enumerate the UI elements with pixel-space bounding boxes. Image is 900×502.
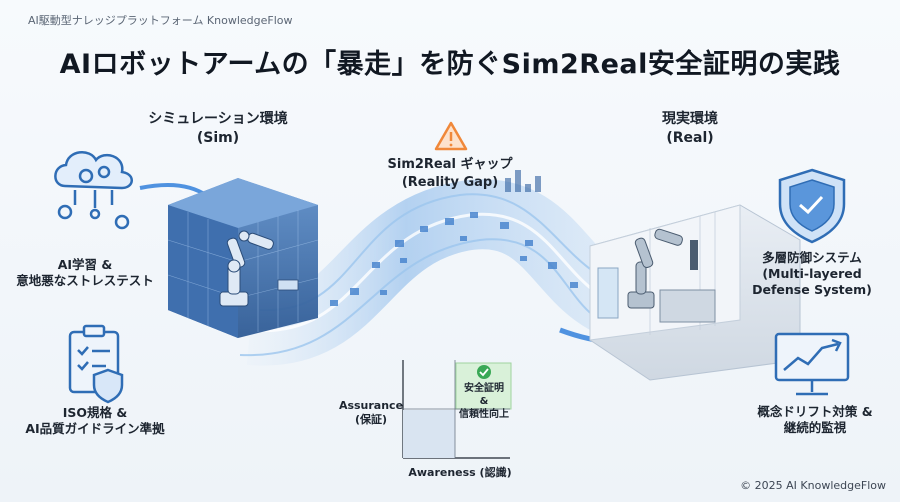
ai-training-line2: 意地悪なストレステスト <box>16 273 154 288</box>
shield-icon <box>778 168 846 244</box>
defense-line3: Defense System) <box>752 282 872 297</box>
assurance-awareness-quadrant <box>402 360 512 459</box>
simulation-cube <box>167 178 319 338</box>
warning-icon <box>434 121 468 151</box>
real-label: 現実環境 (Real) <box>620 110 760 148</box>
real-title: 現実環境 <box>662 111 718 127</box>
cloud-gear-icon <box>54 151 133 230</box>
copyright-footer: © 2025 AI KnowledgeFlow <box>740 479 886 492</box>
data-stream-flow <box>239 170 647 366</box>
gap-label: Sim2Real ギャップ (Reality Gap) <box>360 156 540 192</box>
quadrant-box-line2: 信頼性向上 <box>459 409 509 420</box>
sim-title: シミュレーション環境 <box>148 111 288 127</box>
iso-label: ISO規格 & AI品質ガイドライン準拠 <box>10 405 180 437</box>
quadrant-y-label-1: Assurance <box>338 399 404 412</box>
iso-line1: ISO規格 & <box>62 405 128 420</box>
iso-line2: AI品質ガイドライン準拠 <box>25 421 165 436</box>
quadrant-y-label-2: (保証) <box>354 413 388 426</box>
quadrant-box-label: 安全証明 & 信頼性向上 <box>458 382 510 421</box>
ai-training-label: AI学習 & 意地悪なストレステスト <box>10 257 160 289</box>
clipboard-shield-icon <box>68 324 124 404</box>
quadrant-box-line1: 安全証明 & <box>464 383 504 407</box>
quadrant-x-label: Awareness (認識) <box>408 466 512 479</box>
drift-line1: 概念ドリフト対策 & <box>757 404 873 419</box>
defense-label: 多層防御システム (Multi-layered Defense System) <box>742 250 882 298</box>
sim-label: シミュレーション環境 (Sim) <box>118 110 318 148</box>
monitor-chart-icon <box>774 332 850 396</box>
brand-label: AI駆動型ナレッジプラットフォーム KnowledgeFlow <box>28 14 293 27</box>
gap-title: Sim2Real ギャップ <box>387 157 513 172</box>
drift-line2: 継続的監視 <box>783 420 847 435</box>
sim-subtitle: (Sim) <box>196 130 240 146</box>
defense-line2: (Multi-layered <box>762 266 862 281</box>
ai-training-line1: AI学習 & <box>57 257 113 272</box>
gap-subtitle: (Reality Gap) <box>401 175 499 190</box>
drift-label: 概念ドリフト対策 & 継続的監視 <box>740 404 890 436</box>
real-subtitle: (Real) <box>666 130 714 146</box>
defense-line1: 多層防御システム <box>762 250 862 265</box>
real-environment-room <box>589 204 801 381</box>
page-title: AIロボットアームの「暴走」を防ぐSim2Real安全証明の実践 <box>59 49 841 80</box>
quadrant-y-label: Assurance (保証) <box>336 399 406 427</box>
